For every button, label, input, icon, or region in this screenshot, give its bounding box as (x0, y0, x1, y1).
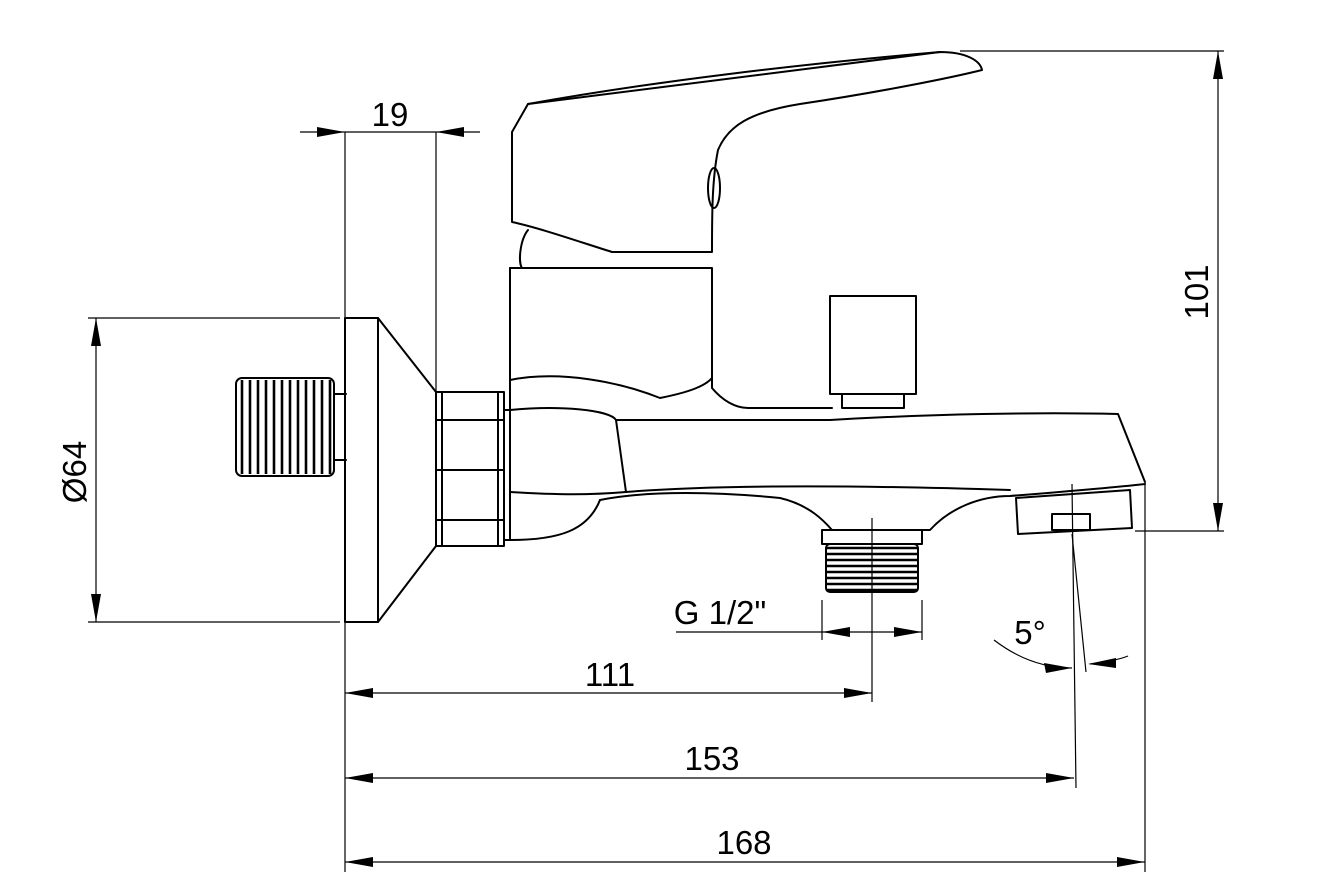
diverter-knob (829, 295, 917, 409)
dim-overall-length: 168 (716, 824, 771, 861)
dim-total-height: 101 (1178, 264, 1215, 319)
dimension-lines (88, 50, 1224, 872)
spout-aerator (1015, 489, 1133, 535)
dim-thread-size: G 1/2" (674, 594, 766, 631)
dimension-labels: 19 Ø64 101 G 1/2" 111 153 168 5° (56, 96, 1215, 861)
dim-spout-length: 153 (684, 740, 739, 777)
faucet-outline (235, 51, 1146, 623)
wall-flange (344, 317, 437, 623)
dim-flange-offset: 19 (372, 96, 409, 133)
hex-nut (435, 391, 505, 547)
faucet-body (509, 267, 1146, 541)
dim-outlet-position: 111 (585, 656, 635, 693)
wall-inlet-thread (235, 377, 347, 477)
dim-spout-angle: 5° (1014, 614, 1046, 651)
dim-diameter: Ø64 (56, 441, 93, 503)
lever-handle (511, 51, 983, 269)
